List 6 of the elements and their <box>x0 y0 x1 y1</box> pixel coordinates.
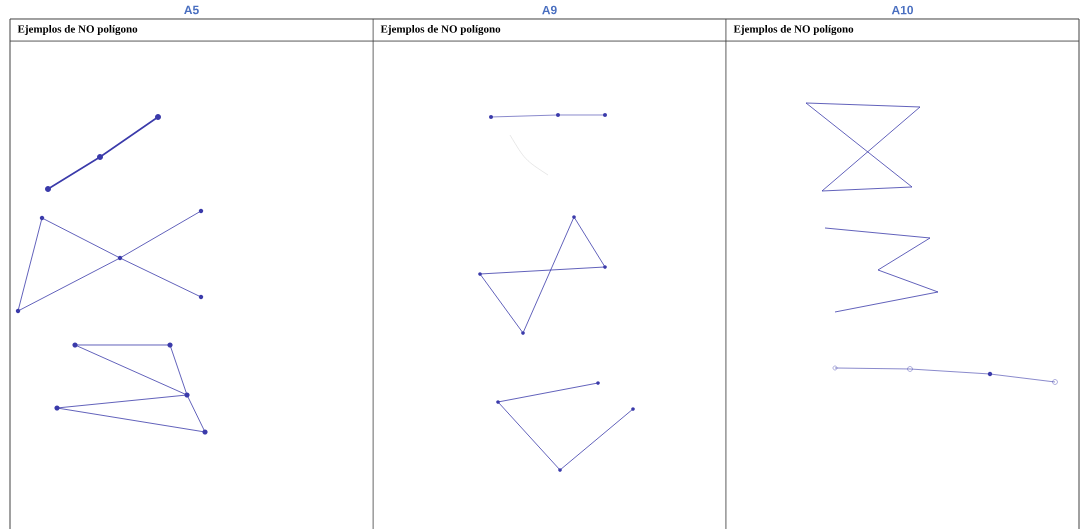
header-cell: Ejemplos de NO polígono <box>17 24 138 36</box>
column-label: A9 <box>542 5 557 15</box>
column-label: A5 <box>184 5 199 15</box>
header-cell: Ejemplos de NO polígono <box>380 24 501 36</box>
header-cell: Ejemplos de NO polígono <box>733 24 854 36</box>
column-label: A10 <box>891 5 913 15</box>
